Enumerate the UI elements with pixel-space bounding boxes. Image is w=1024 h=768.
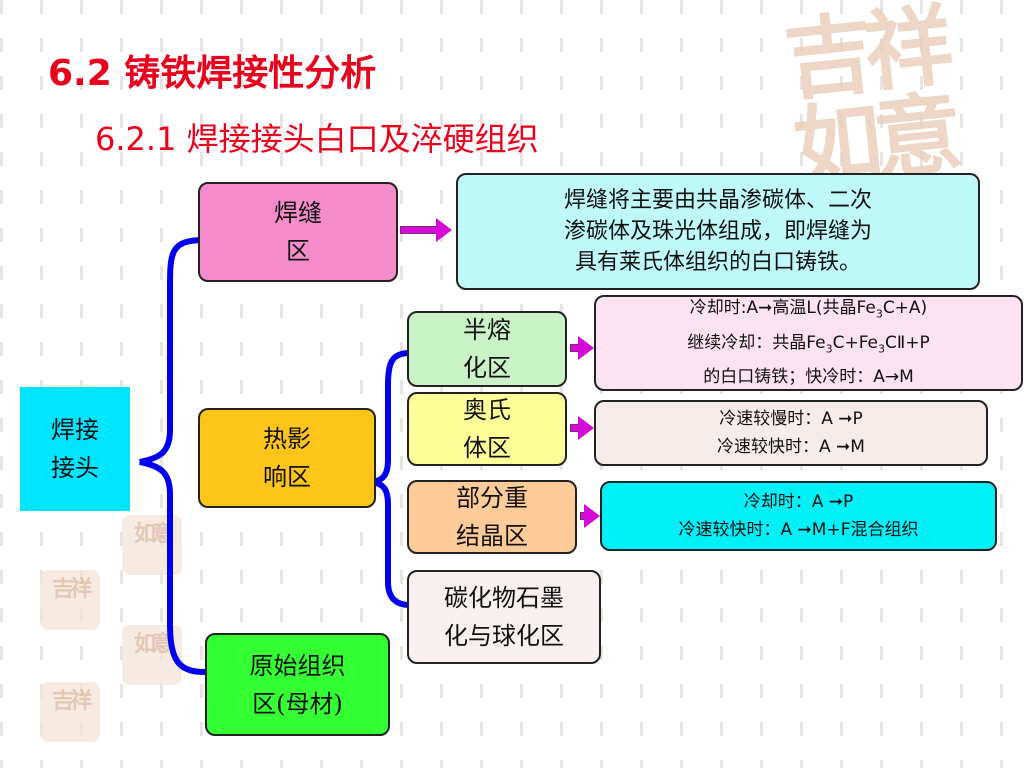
partial-recrystallization-zone-node: 部分重结晶区 — [407, 480, 577, 554]
root-node-welded-joint: 焊接接头 — [20, 387, 130, 511]
arrow-right-icon — [400, 218, 452, 242]
section-subtitle: 6.2.1 焊接接头白口及淬硬组织 — [95, 120, 539, 158]
base-metal-zone-node: 原始组织区(母材) — [205, 633, 390, 736]
arrow-right-icon — [570, 336, 594, 360]
haz-node: 热影响区 — [198, 408, 376, 508]
watermark-seal-small: 吉祥 — [40, 570, 100, 630]
austenite-zone-node: 奥氏体区 — [407, 392, 567, 466]
semi-melted-zone-description: 冷却时:A➞高温L(共晶Fe3C+A) 继续冷却：共晶Fe3C+Fe3CⅡ+P … — [594, 295, 1023, 391]
semi-melted-zone-node: 半熔化区 — [407, 311, 567, 387]
weld-zone-node: 焊缝区 — [198, 182, 398, 282]
weld-zone-description: 焊缝将主要由共晶渗碳体、二次 渗碳体及珠光体组成，即焊缝为 具有莱氏体组织的白口… — [456, 173, 980, 290]
page-title: 6.2 铸铁焊接性分析 — [48, 53, 377, 94]
main-bracket — [139, 237, 206, 675]
haz-bracket — [372, 350, 411, 608]
watermark-seal-small: 吉祥 — [40, 682, 100, 742]
arrow-right-icon — [580, 504, 600, 528]
arrow-right-icon — [570, 416, 594, 440]
carbide-graphitization-zone-node: 碳化物石墨化与球化区 — [407, 570, 601, 664]
